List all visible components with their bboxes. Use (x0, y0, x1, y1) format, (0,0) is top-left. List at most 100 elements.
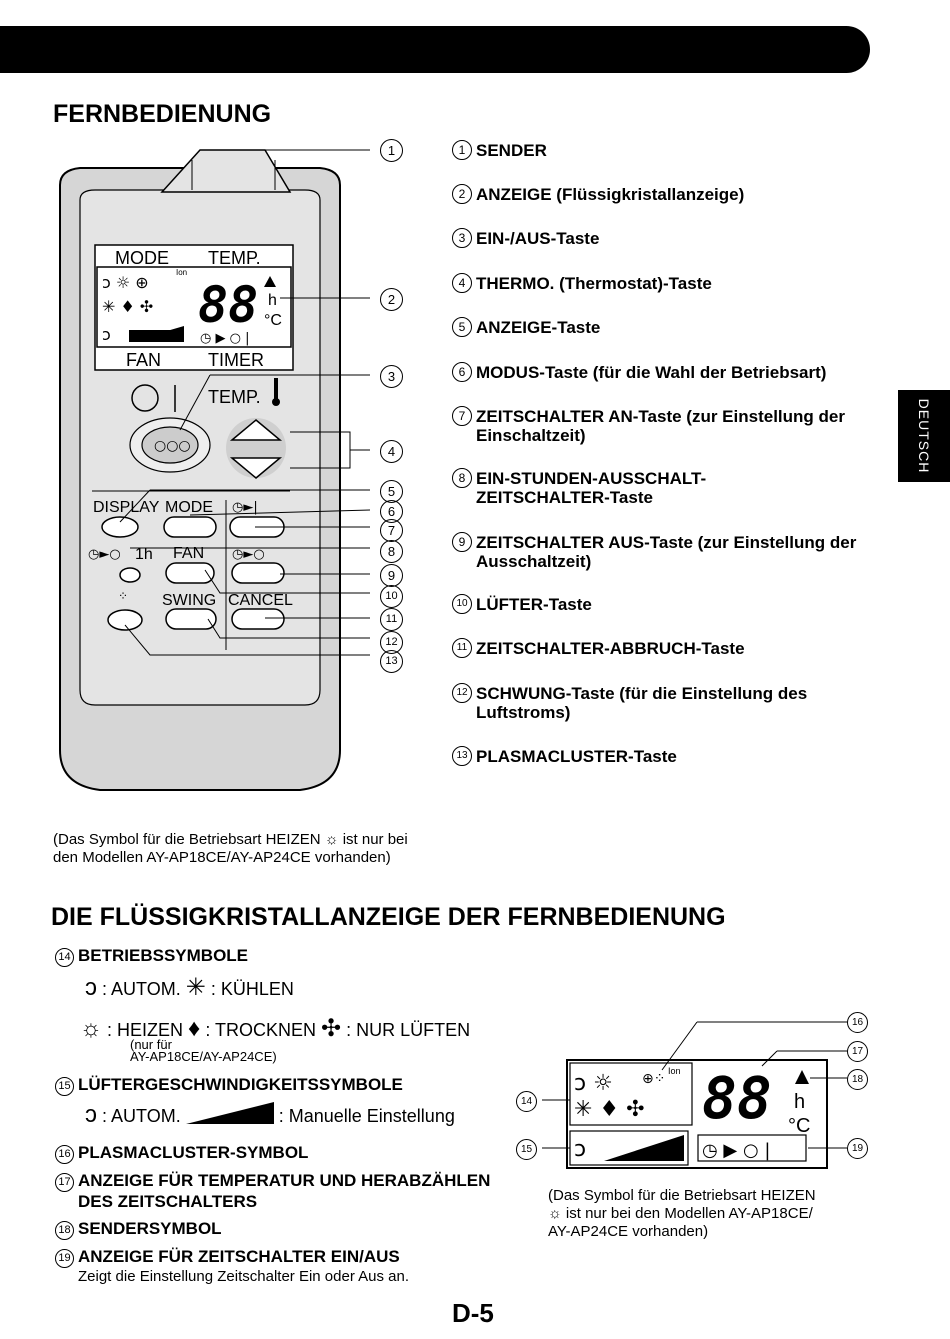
callout-17: 17 (847, 1041, 868, 1062)
note2-line-b: ist nur bei den Modellen AY-AP18CE/ (565, 1205, 813, 1222)
section-title-lcd: DIE FLÜSSIGKRISTALLANZEIGE DER FERNBEDIE… (51, 903, 726, 931)
item-11-number: 11 (452, 638, 472, 658)
num-17: 17 (55, 1173, 74, 1192)
item-9-number: 9 (452, 532, 472, 552)
sun-icon: ☼ (548, 1205, 562, 1222)
item-6-number: 6 (452, 362, 472, 382)
heading-19-text: ANZEIGE FÜR ZEITSCHALTER EIN/AUS (78, 1247, 400, 1266)
svg-text:◷►○: ◷►○ (88, 547, 121, 562)
lcd-fan-label: FAN (126, 350, 161, 370)
svg-text:ↄ: ↄ (574, 1137, 586, 1162)
mode-btn-label: MODE (165, 499, 213, 516)
svg-text:⁘: ⁘ (118, 589, 128, 603)
swing-label: SWING (162, 592, 216, 609)
svg-text:○○○: ○○○ (154, 438, 191, 454)
display-label: DISPLAY (93, 499, 160, 516)
note2-line-a: (Das Symbol für die Betriebsart HEIZEN (548, 1187, 816, 1204)
lcd-illustration: ↄ ☼ ✳ ♦ ✣ ⊕⁘ Ion 88 h °C ↄ ◷ ▶ ○ | (542, 1021, 847, 1169)
item-1-text: SENDER (476, 141, 547, 160)
item-13-number: 13 (452, 746, 472, 766)
heizen-label: : HEIZEN (107, 1020, 184, 1040)
lcd-digits: 88 (198, 276, 258, 334)
heading-14: 1314BETRIEBSSYMBOLE (55, 946, 248, 967)
item-5-number: 5 (452, 317, 472, 337)
callout-13: 13 (380, 650, 403, 673)
num-14: 14 (55, 948, 74, 967)
note-heat-symbol: (Das Symbol für die Betriebsart HEIZEN ☼… (53, 831, 408, 867)
svg-text:Ion: Ion (668, 1066, 681, 1076)
svg-text:✳ ♦ ✣: ✳ ♦ ✣ (102, 297, 153, 316)
cancel-label: CANCEL (228, 592, 293, 609)
svg-text:⊕⁘: ⊕⁘ (642, 1071, 665, 1087)
auto-icon: ↄ (85, 1101, 97, 1128)
heading-19-sub: Zeigt die Einstellung Zeitschalter Ein o… (78, 1268, 410, 1285)
item-10-number: 10 (452, 594, 472, 614)
item-8-text: EIN-STUNDEN-AUSSCHALT-ZEITSCHALTER-Taste (476, 469, 707, 507)
svg-text:ↄ ☼ ⊕: ↄ ☼ ⊕ (102, 273, 149, 292)
heat-dry-fan-line: ☼ : HEIZEN ♦ : TROCKNEN ✣ : NUR LÜFTEN (80, 1014, 470, 1043)
num-15: 15 (55, 1077, 74, 1096)
callout-2: 2 (380, 288, 403, 311)
auto-icon: ↄ (85, 974, 97, 1001)
item-3-number: 3 (452, 228, 472, 248)
svg-text:ↄ ☼: ↄ ☼ (574, 1071, 613, 1096)
callout-9: 9 (380, 564, 403, 587)
item-7-text: ZEITSCHALTER AN-Taste (zur Einstellung d… (476, 407, 845, 445)
lcd-mode-label: MODE (115, 248, 169, 268)
lcd-celsius: °C (264, 312, 282, 329)
models-note: AY-AP18CE/AY-AP24CE) (130, 1049, 277, 1064)
heading-18-text: SENDERSYMBOL (78, 1219, 222, 1238)
num-18: 18 (55, 1221, 74, 1240)
num-16: 16 (55, 1145, 74, 1164)
svg-text:°C: °C (788, 1115, 810, 1137)
droplet-icon: ♦ (188, 1015, 201, 1042)
svg-text:ↄ: ↄ (102, 325, 111, 344)
item-12-number: 12 (452, 683, 472, 703)
lcd-h: h (268, 292, 277, 309)
item-2-text: ANZEIGE (Flüssigkristallanzeige) (476, 185, 745, 204)
callout-11: 11 (380, 608, 403, 631)
heading-17-text-a: ANZEIGE FÜR TEMPERATUR UND HERABZÄHLEN (78, 1171, 491, 1190)
auto-cool-line: ↄ : AUTOM. ✳ : KÜHLEN (85, 973, 294, 1002)
heading-17-text-b: DES ZEITSCHALTERS (78, 1192, 258, 1211)
fan-btn-label: FAN (173, 545, 204, 562)
sun-icon: ☼ (80, 1015, 102, 1042)
item-3-text: EIN-/AUS-Taste (476, 229, 600, 248)
fan-speed-bars-icon (185, 1102, 274, 1124)
sender-window (160, 149, 292, 193)
item-11-text: ZEITSCHALTER-ABBRUCH-Taste (476, 639, 745, 658)
item-5-text: ANZEIGE-Taste (476, 318, 601, 337)
item-4-number: 4 (452, 273, 472, 293)
callout-3: 3 (380, 365, 403, 388)
nur-lueften-label: : NUR LÜFTEN (346, 1020, 471, 1040)
heading-14-text: BETRIEBSSYMBOLE (78, 946, 249, 965)
num-19: 19 (55, 1249, 74, 1268)
svg-text:h: h (794, 1091, 805, 1113)
manuell-label: : Manuelle Einstellung (278, 1106, 455, 1126)
item-4-text: THERMO. (Thermostat)-Taste (476, 274, 712, 293)
callout-16: 16 (847, 1012, 868, 1033)
note-line-2: den Modellen AY-AP18CE/AY-AP24CE vorhand… (53, 849, 391, 866)
lcd2-digits: 88 (702, 1064, 772, 1132)
callout-18: 18 (847, 1069, 868, 1090)
lcd-temp-label: TEMP. (208, 248, 261, 268)
header-bar (0, 26, 870, 73)
note2-line-c: AY-AP24CE vorhanden) (548, 1223, 709, 1240)
note-line-1a: (Das Symbol für die Betriebsart HEIZEN (53, 831, 321, 848)
lcd-timer-label: TIMER (208, 350, 264, 370)
autom-label: : AUTOM. (102, 979, 181, 999)
heading-16-text: PLASMACLUSTER-SYMBOL (78, 1143, 309, 1162)
callout-4: 4 (380, 440, 403, 463)
